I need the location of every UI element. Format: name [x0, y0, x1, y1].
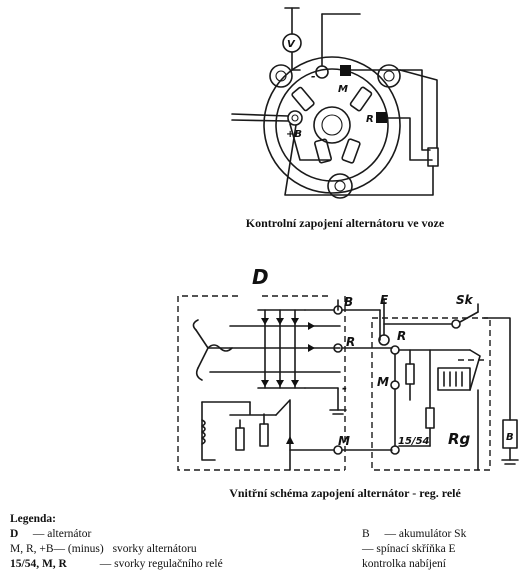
legend-text: — alternátor [32, 528, 92, 540]
legend-text: kontrolka nabíjení [362, 558, 446, 570]
rectifier-bridge [257, 309, 315, 389]
label-rg: Rg [448, 430, 471, 448]
voltmeter-label: V [287, 39, 296, 50]
label-m-reg: M [377, 375, 389, 389]
legend-key: D [10, 528, 19, 540]
top-minus-label: - [311, 70, 316, 83]
legend-text: svorky alternátoru [112, 543, 197, 555]
battery-icon [501, 419, 519, 465]
legend-text: — spínací skříňka E [362, 543, 456, 555]
label-b: B [344, 295, 353, 309]
top-figure-caption: Kontrolní zapojení alternátoru ve voze [245, 216, 445, 230]
top-m-label: M [338, 84, 348, 95]
legend-right-row: B — akumulátor Sk [362, 527, 466, 542]
bottom-figure-caption: Vnitřní schéma zapojení alternátor - reg… [229, 486, 461, 500]
label-d: D [252, 265, 269, 289]
legend-text: — svorky regulačního relé [99, 558, 223, 570]
legend-left-row: D — alternátor [10, 527, 91, 542]
legend-key: B [362, 528, 370, 540]
legend-text: — akumulátor Sk [384, 528, 467, 540]
legend-key: 15/54, M, R [10, 558, 67, 570]
stator-winding-icon [192, 319, 233, 381]
label-m-alt: M [338, 434, 350, 448]
label-minus: - [342, 381, 347, 395]
legend-left-row: 15/54, M, R — svorky regulačního relé [10, 557, 223, 572]
label-15-54: 15/54 [398, 436, 430, 447]
label-r-reg: R [397, 329, 406, 343]
label-r-alt: R [346, 335, 355, 349]
alternator-housing [263, 56, 401, 194]
label-e: E [380, 293, 389, 307]
top-r-label: R [366, 114, 374, 125]
label-battery: B [506, 432, 514, 443]
label-sk: Sk [456, 293, 474, 307]
legend-left-row: M, R, +B— (minus) svorky alternátoru [10, 542, 197, 557]
legend-key: M, R, +B— (minus) [10, 543, 104, 555]
legend-title: Legenda: [10, 513, 56, 525]
top-plus-b-label: +B [286, 129, 302, 140]
